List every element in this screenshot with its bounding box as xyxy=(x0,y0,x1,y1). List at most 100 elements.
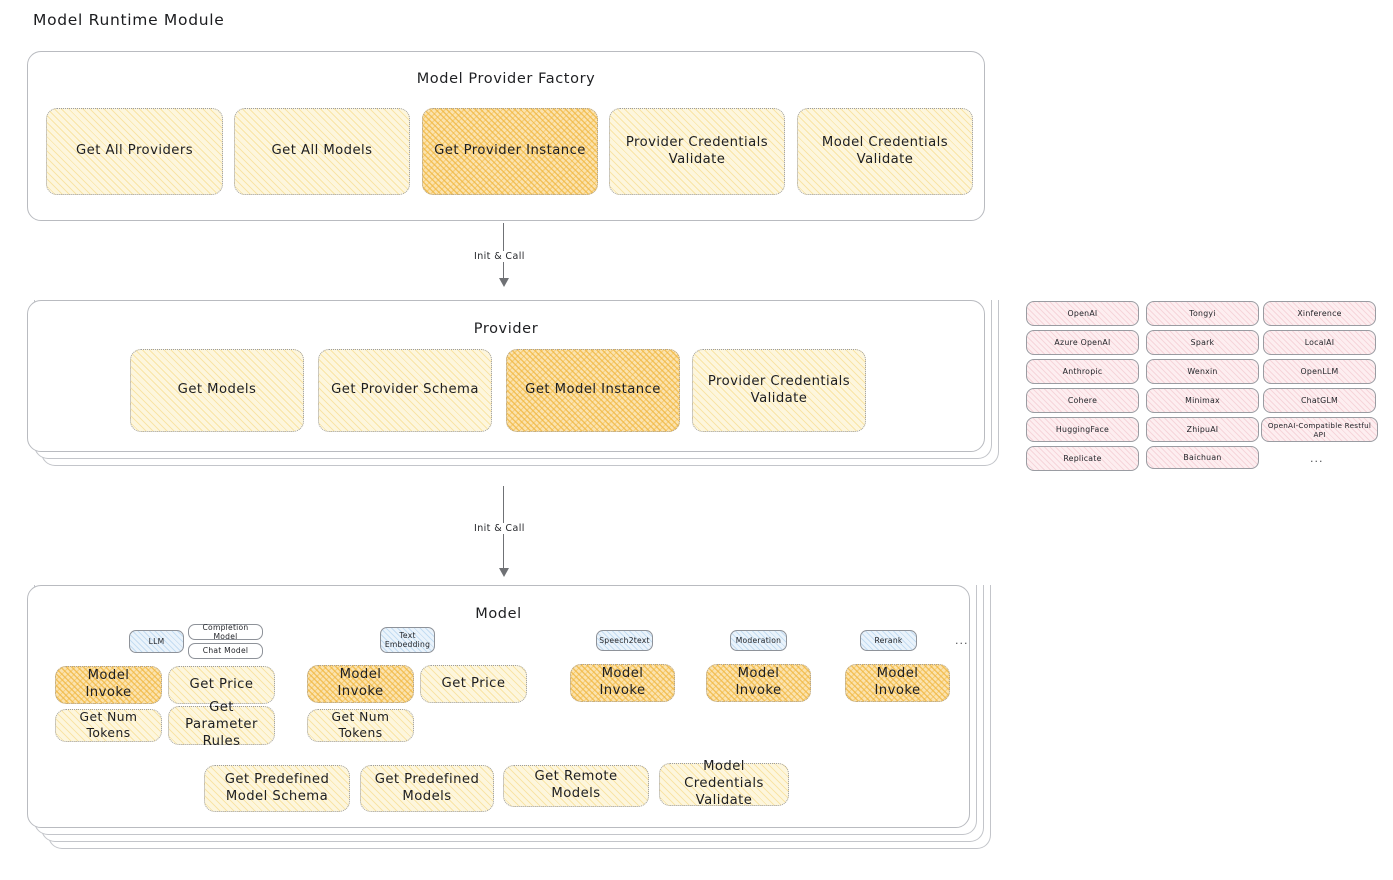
provider-panel: Provider Get Models Get Provider Schema … xyxy=(27,300,985,452)
provider-pill-replicate[interactable]: Replicate xyxy=(1026,446,1139,471)
pill-label: ChatGLM xyxy=(1300,396,1339,405)
node-label: Model Invoke xyxy=(874,666,921,698)
pill-label: LocalAI xyxy=(1304,338,1335,347)
node-label: Get Price xyxy=(189,676,254,692)
model-type-chip-text-embedding[interactable]: Text Embedding xyxy=(380,627,435,653)
pill-label: OpenLLM xyxy=(1300,367,1339,376)
node-label: Get Model Instance xyxy=(525,382,661,398)
model-subchip-completion-model[interactable]: Completion Model xyxy=(188,623,263,641)
provider-pill-spark[interactable]: Spark xyxy=(1146,330,1259,355)
chip-label: Speech2text xyxy=(599,635,650,645)
provider-pill-openai[interactable]: OpenAI xyxy=(1026,301,1139,326)
model-common-node-get-remote-models[interactable]: Get Remote Models xyxy=(503,765,649,807)
arrow-provider-to-model-label: Init & Call xyxy=(470,523,529,534)
provider-pill-tongyi[interactable]: Tongyi xyxy=(1146,301,1259,326)
node-label: Provider Credentials Validate xyxy=(707,373,851,406)
text-embedding-node-model-invoke[interactable]: Model Invoke xyxy=(307,665,414,703)
llm-node-get-num-tokens[interactable]: Get Num Tokens xyxy=(55,709,162,742)
chip-label: Text Embedding xyxy=(384,630,431,649)
provider-node-get-models[interactable]: Get Models xyxy=(130,349,304,432)
llm-node-model-invoke[interactable]: Model Invoke xyxy=(55,666,162,704)
provider-node-provider-credentials-validate[interactable]: Provider Credentials Validate xyxy=(692,349,866,432)
node-label: Get Remote Models xyxy=(534,769,618,801)
provider-node-get-provider-schema[interactable]: Get Provider Schema xyxy=(318,349,492,432)
node-label: Get All Providers xyxy=(75,143,194,159)
pill-label: Minimax xyxy=(1185,396,1220,405)
factory-node-model-credentials-validate[interactable]: Model Credentials Validate xyxy=(797,108,973,195)
arrow-provider-to-model-head xyxy=(499,568,509,577)
node-label: Get Num Tokens xyxy=(79,709,138,740)
provider-pill-xinference[interactable]: Xinference xyxy=(1263,301,1376,326)
factory-node-get-all-providers[interactable]: Get All Providers xyxy=(46,108,223,195)
provider-pill-localai[interactable]: LocalAI xyxy=(1263,330,1376,355)
moderation-node-model-invoke[interactable]: Model Invoke xyxy=(706,664,811,702)
node-label: Get Provider Schema xyxy=(331,382,479,398)
factory-node-provider-credentials-validate[interactable]: Provider Credentials Validate xyxy=(609,108,785,195)
provider-pill-minimax[interactable]: Minimax xyxy=(1146,388,1259,413)
pill-label: Anthropic xyxy=(1062,367,1103,376)
model-type-chip-speech2text[interactable]: Speech2text xyxy=(596,630,653,651)
provider-pill-chatglm[interactable]: ChatGLM xyxy=(1263,388,1376,413)
pill-label: Replicate xyxy=(1063,454,1102,463)
node-label: Get Price xyxy=(441,675,506,691)
model-common-node-model-credentials-validate[interactable]: Model Credentials Validate xyxy=(659,759,789,808)
node-label: Get Provider Instance xyxy=(434,143,586,159)
node-label: Get Models xyxy=(177,382,257,398)
provider-pill-anthropic[interactable]: Anthropic xyxy=(1026,359,1139,384)
model-types-more: ... xyxy=(955,634,969,647)
node-label: Get Predefined Models xyxy=(374,771,480,804)
pill-label: Baichuan xyxy=(1183,453,1222,462)
pill-label: OpenAI-Compatible Restful API xyxy=(1267,420,1372,439)
model-subchip-chat-model[interactable]: Chat Model xyxy=(188,643,263,659)
node-label: Get Predefined Model Schema xyxy=(224,771,330,804)
model-common-node-get-predefined-models[interactable]: Get Predefined Models xyxy=(360,765,494,812)
node-label: Model Credentials Validate xyxy=(821,134,949,167)
pill-label: Xinference xyxy=(1297,309,1342,318)
node-label: Get Parameter Rules xyxy=(185,700,258,749)
provider-pill-zhipuai[interactable]: ZhipuAI xyxy=(1146,417,1259,442)
pill-label: Spark xyxy=(1190,338,1215,347)
model-type-chip-llm[interactable]: LLM xyxy=(129,630,184,653)
pill-label: Cohere xyxy=(1067,396,1098,405)
provider-pill-openllm[interactable]: OpenLLM xyxy=(1263,359,1376,384)
text-embedding-node-get-num-tokens[interactable]: Get Num Tokens xyxy=(307,709,414,742)
factory-node-get-provider-instance[interactable]: Get Provider Instance xyxy=(422,108,598,195)
node-label: Get Num Tokens xyxy=(331,709,390,740)
provider-pill-huggingface[interactable]: HuggingFace xyxy=(1026,417,1139,442)
model-type-chip-moderation[interactable]: Moderation xyxy=(730,630,787,651)
arrow-factory-to-provider-label: Init & Call xyxy=(470,251,529,262)
node-label: Model Credentials Validate xyxy=(684,759,764,808)
node-label: Model Invoke xyxy=(337,667,384,699)
page-title: Model Runtime Module xyxy=(33,11,225,29)
node-label: Model Invoke xyxy=(599,666,646,698)
llm-node-get-price[interactable]: Get Price xyxy=(168,666,275,704)
text-embedding-node-get-price[interactable]: Get Price xyxy=(420,665,527,703)
provider-list-more: ... xyxy=(1310,452,1324,465)
provider-pill-cohere[interactable]: Cohere xyxy=(1026,388,1139,413)
model-type-chip-rerank[interactable]: Rerank xyxy=(860,630,917,651)
rerank-node-model-invoke[interactable]: Model Invoke xyxy=(845,664,950,702)
speech2text-node-model-invoke[interactable]: Model Invoke xyxy=(570,664,675,702)
chip-label: Moderation xyxy=(735,635,782,645)
pill-label: Wenxin xyxy=(1187,367,1218,376)
provider-pill-openai-compatible-restful-api[interactable]: OpenAI-Compatible Restful API xyxy=(1261,417,1378,442)
factory-node-get-all-models[interactable]: Get All Models xyxy=(234,108,410,195)
model-provider-factory-panel: Model Provider Factory Get All Providers… xyxy=(27,51,985,221)
model-common-node-get-predefined-model-schema[interactable]: Get Predefined Model Schema xyxy=(204,765,350,812)
provider-header: Provider xyxy=(473,321,539,337)
node-label: Model Invoke xyxy=(735,666,782,698)
chip-label: Chat Model xyxy=(202,646,249,656)
provider-pill-azure-openai[interactable]: Azure OpenAI xyxy=(1026,330,1139,355)
provider-node-get-model-instance[interactable]: Get Model Instance xyxy=(506,349,680,432)
provider-pill-baichuan[interactable]: Baichuan xyxy=(1146,446,1259,469)
model-header: Model xyxy=(475,606,522,622)
llm-node-get-parameter-rules[interactable]: Get Parameter Rules xyxy=(168,700,275,749)
pill-label: Tongyi xyxy=(1189,309,1216,318)
pill-label: HuggingFace xyxy=(1055,425,1110,434)
node-label: Provider Credentials Validate xyxy=(625,134,769,167)
pill-label: OpenAI xyxy=(1067,309,1098,318)
provider-pill-wenxin[interactable]: Wenxin xyxy=(1146,359,1259,384)
model-panel: Model LLM Completion Model Chat Model Mo… xyxy=(27,585,970,828)
pill-label: Azure OpenAI xyxy=(1054,338,1111,347)
chip-label: LLM xyxy=(148,636,165,646)
